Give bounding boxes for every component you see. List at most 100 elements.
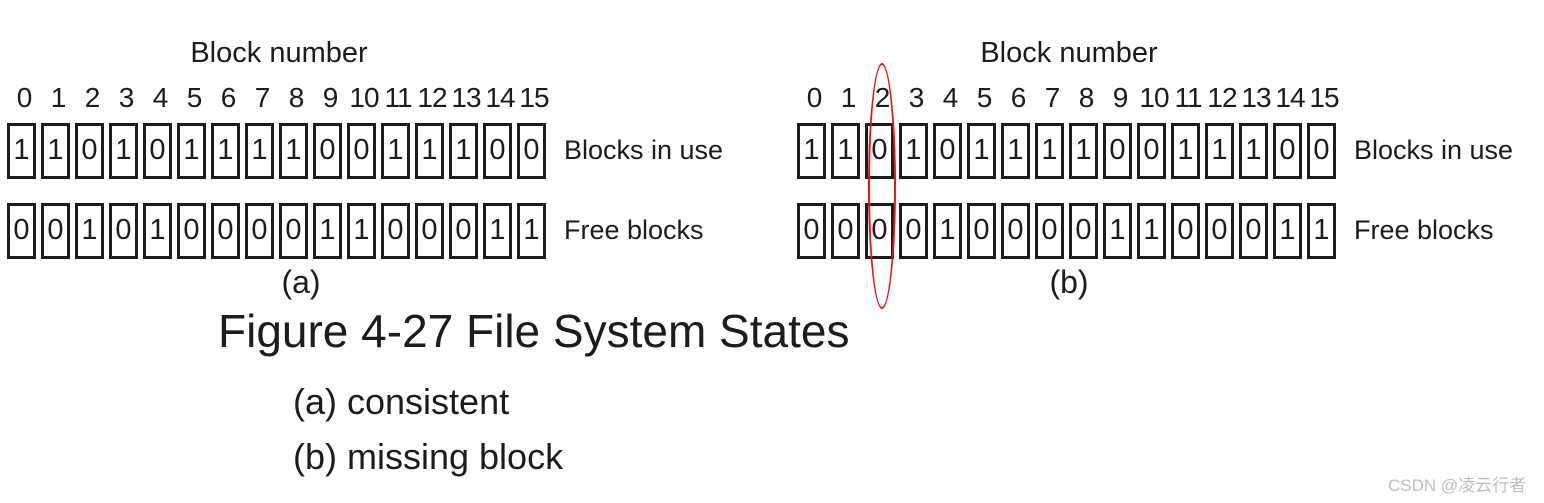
bit-cell: 0 (279, 202, 308, 259)
diagram-sublabel: (b) (1049, 264, 1089, 300)
block-number: 15 (519, 82, 549, 113)
block-number: 3 (908, 82, 925, 113)
block-number: 13 (1241, 82, 1271, 113)
block-number-title: Block number (980, 37, 1158, 69)
block-number: 14 (485, 82, 515, 113)
bit-cell: 0 (967, 202, 996, 259)
block-number: 3 (118, 82, 135, 113)
bit-cell: 1 (449, 122, 478, 179)
bit-cell: 1 (1069, 122, 1098, 179)
block-number: 12 (1207, 82, 1237, 113)
bit-cell: 1 (279, 122, 308, 179)
bit-cell: 1 (933, 202, 962, 259)
bit-cell: 0 (7, 202, 36, 259)
bit-cell: 1 (415, 122, 444, 179)
bit-cell: 1 (899, 122, 928, 179)
bit-cell: 0 (1239, 202, 1268, 259)
bit-cell: 1 (177, 122, 206, 179)
bit-cell: 0 (1103, 122, 1132, 179)
block-number: 8 (1078, 82, 1095, 113)
bit-cell: 0 (449, 202, 478, 259)
bit-cell: 0 (1001, 202, 1030, 259)
bit-cell: 1 (517, 202, 546, 259)
bit-cell: 0 (1205, 202, 1234, 259)
bit-cell: 0 (1171, 202, 1200, 259)
block-number: 2 (84, 82, 101, 113)
bit-cell: 0 (1307, 122, 1336, 179)
bit-cell: 1 (7, 122, 36, 179)
bit-cell: 1 (1307, 202, 1336, 259)
block-number: 15 (1309, 82, 1339, 113)
block-number: 0 (16, 82, 33, 113)
bit-cell: 1 (211, 122, 240, 179)
bit-cell: 0 (211, 202, 240, 259)
bit-cell: 1 (75, 202, 104, 259)
block-number: 4 (152, 82, 169, 113)
bit-cell: 0 (381, 202, 410, 259)
block-number-title: Block number (190, 37, 368, 69)
bit-cell: 1 (1103, 202, 1132, 259)
bit-cell: 1 (831, 122, 860, 179)
bit-cell: 0 (1137, 122, 1166, 179)
block-number: 8 (288, 82, 305, 113)
bit-cell: 1 (143, 202, 172, 259)
row-label: Blocks in use (1354, 135, 1514, 165)
row-label: Free blocks (1354, 215, 1494, 245)
bit-cell: 0 (933, 122, 962, 179)
block-number: 13 (451, 82, 481, 113)
bit-cell: 0 (347, 122, 376, 179)
bit-cell: 1 (1273, 202, 1302, 259)
block-number: 7 (254, 82, 271, 113)
bit-cell: 0 (313, 122, 342, 179)
row-label: Blocks in use (564, 135, 724, 165)
bit-cell: 0 (177, 202, 206, 259)
block-number: 12 (417, 82, 447, 113)
block-number: 5 (976, 82, 993, 113)
bit-cell: 0 (1035, 202, 1064, 259)
block-number: 5 (186, 82, 203, 113)
caption-line-b: (b) missing block (293, 436, 564, 477)
block-number: 14 (1275, 82, 1305, 113)
bit-cell: 1 (313, 202, 342, 259)
bit-cell: 0 (483, 122, 512, 179)
block-number: 11 (384, 82, 412, 113)
bit-cell: 0 (831, 202, 860, 259)
block-number: 1 (840, 82, 857, 113)
bit-cell: 0 (865, 122, 894, 179)
bit-cell: 1 (1205, 122, 1234, 179)
bit-cell: 1 (381, 122, 410, 179)
bit-cell: 1 (41, 122, 70, 179)
bit-cell: 0 (865, 202, 894, 259)
block-number: 11 (1174, 82, 1202, 113)
bit-cell: 0 (41, 202, 70, 259)
bit-cell: 0 (415, 202, 444, 259)
bit-cell: 1 (1001, 122, 1030, 179)
block-number: 10 (349, 82, 379, 113)
block-number: 6 (220, 82, 237, 113)
block-number: 1 (50, 82, 67, 113)
bit-cell: 1 (1239, 122, 1268, 179)
figure-caption: Figure 4-27 File System States (218, 305, 850, 357)
bit-cell: 0 (1069, 202, 1098, 259)
bit-cell: 0 (1273, 122, 1302, 179)
bit-cell: 1 (967, 122, 996, 179)
bit-cell: 1 (797, 122, 826, 179)
row-label: Free blocks (564, 215, 704, 245)
bit-cell: 1 (245, 122, 274, 179)
bit-cell: 1 (109, 122, 138, 179)
block-number: 4 (942, 82, 959, 113)
watermark: CSDN @凌云行者 (1388, 476, 1527, 495)
bit-cell: 1 (483, 202, 512, 259)
